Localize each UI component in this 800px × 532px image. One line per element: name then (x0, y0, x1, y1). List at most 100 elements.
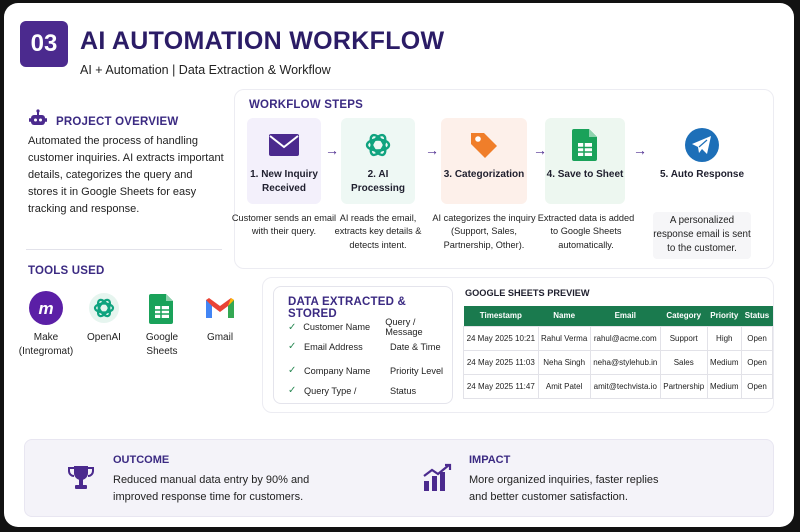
check-icon: ✓ (288, 341, 297, 352)
step-description: A personalized response email is sent to… (653, 212, 751, 259)
impact-title: IMPACT (469, 454, 511, 466)
openai-icon (359, 126, 397, 164)
slide: 03 AI AUTOMATION WORKFLOW AI + Automatio… (4, 3, 794, 527)
workflow-steps-title: WORKFLOW STEPS (249, 99, 363, 111)
step-description: Customer sends an email with their query… (231, 213, 337, 237)
step-title: 3. Categorization (443, 169, 525, 180)
gmail-icon (203, 291, 237, 325)
table-cell: Open (741, 373, 773, 399)
step-description: AI reads the email, extracts key details… (334, 213, 422, 250)
make-logo-icon: m (29, 291, 63, 325)
tool-label: Make (Integromat) (18, 332, 74, 357)
tool-label: OpenAI (87, 332, 121, 343)
check-icon: ✓ (288, 365, 297, 376)
growth-chart-icon (417, 458, 457, 498)
table-row: 24 May 2025 11:03 Neha Singh neha@styleh… (463, 349, 773, 375)
data-field: Customer Name (303, 322, 371, 332)
table-cell: Amit Patel (537, 373, 591, 399)
step-title: 2. AI Processing (351, 169, 405, 194)
openai-logo-icon (87, 291, 121, 325)
table-header-row: Timestamp Name Email Category Priority S… (463, 306, 773, 326)
column-header: Priority (707, 306, 742, 326)
step-description: AI categorizes the inquiry (Support, Sal… (432, 213, 536, 250)
sheets-icon (566, 126, 604, 164)
table-cell: Partnership (659, 373, 708, 399)
tool-label: Google Sheets (145, 332, 179, 357)
impact-block: IMPACT More organized inquiries, faster … (417, 454, 669, 506)
project-overview-title: PROJECT OVERVIEW (56, 115, 179, 128)
data-field: Status (390, 385, 417, 396)
tool-label: Gmail (206, 332, 234, 343)
data-field: Priority Level (390, 365, 444, 376)
step-card-inquiry: 1. New Inquiry Received (247, 118, 321, 204)
data-field: Company Name (304, 365, 371, 376)
table-cell: neha@stylehub.in (589, 349, 661, 375)
check-icon: ✓ (288, 385, 297, 396)
mail-icon (265, 126, 303, 164)
tool-gmail: Gmail (194, 291, 246, 358)
tag-icon (465, 126, 503, 164)
table-cell: Open (741, 325, 773, 351)
table-cell: Rahul Verma (537, 325, 591, 351)
step-description: Extracted data is added to Google Sheets… (537, 213, 635, 250)
table-cell: Open (741, 349, 773, 375)
tools-list: m Make (Integromat) OpenAI (18, 291, 246, 358)
page-subtitle: AI + Automation | Data Extraction & Work… (80, 63, 331, 77)
arrow-right-icon: → (633, 142, 647, 158)
column-header: Status (741, 306, 773, 326)
step-card-auto-response: 5. Auto Response (647, 118, 757, 204)
table-cell: amit@techvista.io (589, 373, 661, 399)
tool-openai: OpenAI (78, 291, 130, 358)
column-header: Name (538, 306, 591, 326)
data-field: Query / Message (385, 317, 423, 337)
data-field-row: ✓ Customer Name Query / Message (288, 317, 452, 337)
workflow-panel: WORKFLOW STEPS 1. New Inquiry Received C… (231, 89, 774, 269)
column-header: Email (590, 306, 661, 326)
project-overview-text: Automated the process of handling custom… (28, 135, 224, 216)
check-icon: ✓ (288, 321, 297, 333)
page-title: AI AUTOMATION WORKFLOW (80, 27, 445, 55)
table-cell: Medium (706, 349, 743, 375)
outcome-block: OUTCOME Reduced manual data entry by 90%… (61, 454, 313, 506)
divider (26, 249, 222, 250)
step-card-categorization: 3. Categorization (441, 118, 527, 204)
outcome-text: Reduced manual data entry by 90% and imp… (113, 474, 310, 504)
table-row: 24 May 2025 11:47 Amit Patel amit@techvi… (463, 373, 773, 399)
data-field: Email Address (304, 341, 363, 352)
column-header: Timestamp (463, 306, 539, 326)
table-cell: Medium (706, 373, 743, 399)
data-field: Query Type / (304, 385, 357, 396)
google-sheets-icon (145, 291, 179, 325)
tool-make: m Make (Integromat) (18, 291, 74, 358)
impact-text: More organized inquiries, faster replies… (469, 474, 659, 504)
step-card-ai-processing: 2. AI Processing (341, 118, 415, 204)
sheets-preview-title: GOOGLE SHEETS PREVIEW (465, 288, 590, 298)
step-title: 4. Save to Sheet (546, 169, 624, 180)
data-field: Date & Time (390, 341, 441, 352)
robot-icon (28, 109, 48, 134)
table-cell: 24 May 2025 11:47 (463, 373, 539, 399)
table-cell: High (706, 325, 743, 351)
tool-google-sheets: Google Sheets (136, 291, 188, 358)
data-extracted-box: DATA EXTRACTED & STORED ✓ Customer Name … (273, 286, 453, 404)
svg-text:m: m (38, 299, 53, 318)
table-cell: rahul@acme.com (589, 325, 661, 351)
table-cell: 24 May 2025 10:21 (463, 325, 539, 351)
step-title: 5. Auto Response (659, 169, 745, 180)
table-row: 24 May 2025 10:21 Rahul Verma rahul@acme… (463, 325, 773, 351)
section-number-badge: 03 (20, 21, 68, 67)
data-field-row: ✓ Query Type / Status (288, 385, 416, 396)
outcome-impact-panel: OUTCOME Reduced manual data entry by 90%… (24, 439, 774, 517)
table-cell: 24 May 2025 11:03 (463, 349, 539, 375)
trophy-icon (61, 458, 101, 498)
table-cell: Neha Singh (537, 349, 591, 375)
data-field-row: ✓ Company Name Priority Level (288, 365, 443, 376)
project-overview-header: PROJECT OVERVIEW (28, 109, 178, 134)
data-field-row: ✓ Email Address Date & Time (288, 341, 441, 352)
data-panel: DATA EXTRACTED & STORED ✓ Customer Name … (262, 277, 774, 413)
step-card-save-to-sheet: 4. Save to Sheet (545, 118, 625, 204)
sheets-preview-table: Timestamp Name Email Category Priority S… (463, 306, 773, 399)
arrow-right-icon: → (533, 142, 547, 158)
arrow-right-icon: → (325, 142, 339, 158)
column-header: Category (660, 306, 708, 326)
